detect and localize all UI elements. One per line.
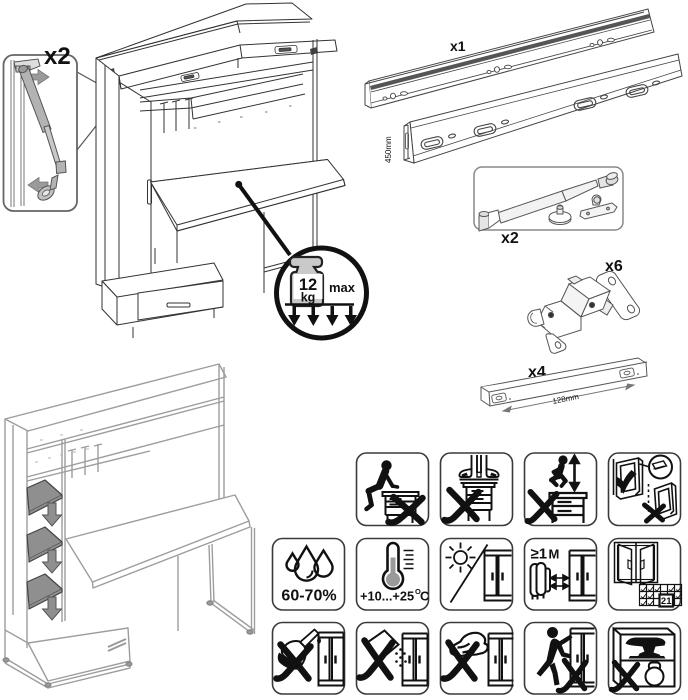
svg-text:12: 12 (299, 276, 317, 294)
svg-text:21: 21 (661, 596, 672, 607)
svg-text:max: max (329, 280, 356, 295)
svg-text:x2: x2 (44, 43, 71, 70)
svg-text:x6: x6 (605, 258, 623, 275)
svg-text:kg: kg (301, 291, 316, 305)
svg-text:+10...+25: +10...+25 (360, 589, 414, 604)
svg-text:60-70%: 60-70% (281, 588, 336, 605)
svg-text:450mm: 450mm (384, 136, 393, 163)
svg-text:M: M (549, 547, 560, 562)
svg-text:O: O (415, 587, 421, 596)
svg-text:x2: x2 (501, 230, 519, 247)
svg-text:≥1: ≥1 (531, 546, 548, 563)
svg-text:x1: x1 (450, 38, 466, 54)
svg-text:C: C (420, 589, 429, 604)
